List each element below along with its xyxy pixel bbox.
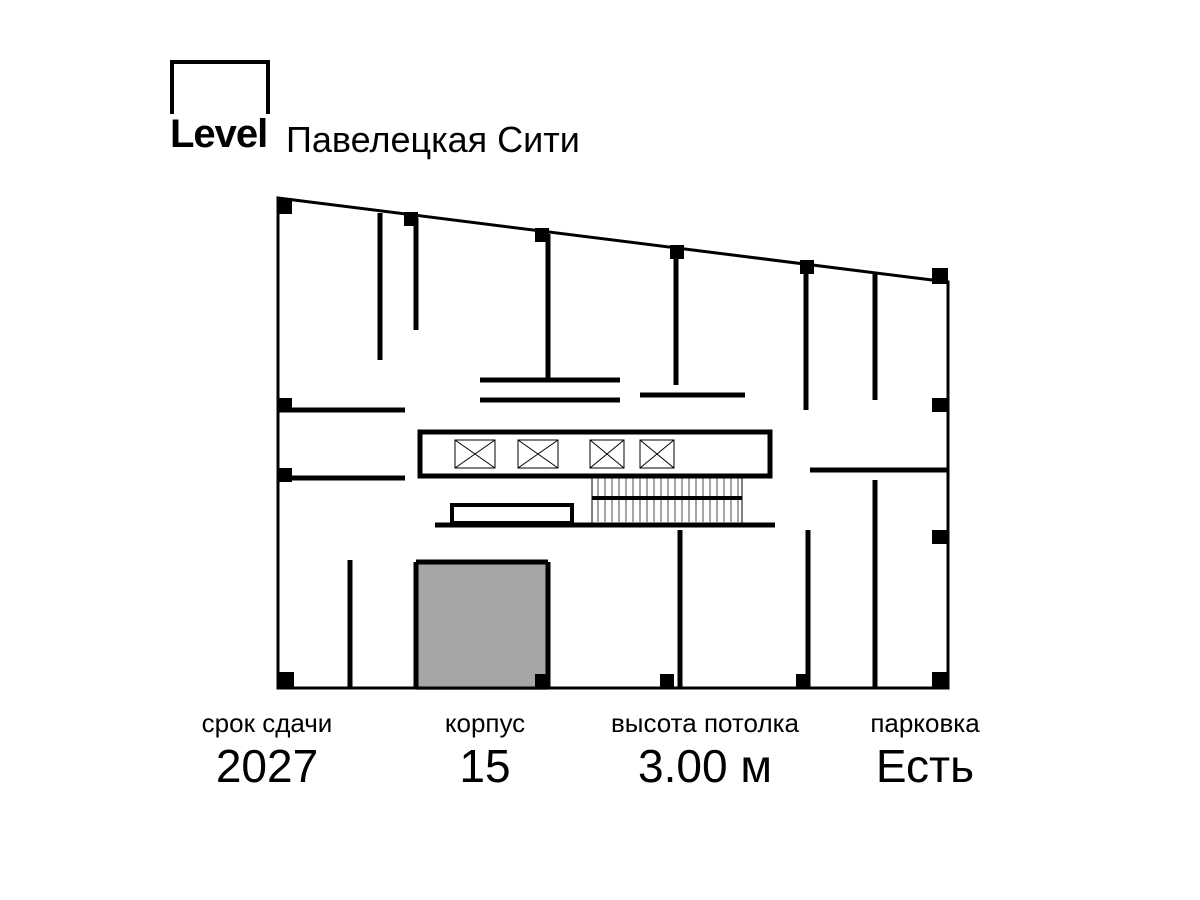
delivery-value: 2027	[215, 740, 319, 792]
walls	[278, 213, 948, 688]
elevator-core	[417, 429, 773, 525]
info-building: корпус 15	[375, 708, 595, 794]
info-parking: парковка Есть	[815, 708, 1035, 794]
info-delivery: срок сдачи 2027	[157, 708, 377, 794]
elevator-3	[589, 439, 625, 469]
parking-label: парковка	[870, 708, 980, 738]
building-label: корпус	[444, 708, 526, 738]
parking-value: Есть	[875, 740, 975, 792]
level-logo: Level	[170, 60, 270, 156]
building-value: 15	[459, 740, 511, 792]
delivery-label: срок сдачи	[201, 708, 333, 738]
selected-apartment[interactable]	[416, 562, 548, 690]
logo-frame	[170, 60, 270, 114]
info-ceiling: высота потолка 3.00 м	[595, 708, 815, 794]
project-name: Павелецкая Сити	[286, 119, 580, 160]
ceiling-label: высота потолка	[610, 708, 800, 738]
elevator-2	[517, 439, 559, 469]
ceiling-value: 3.00 м	[638, 740, 772, 792]
logo-text: Level	[170, 112, 268, 156]
elevator-1	[454, 439, 496, 469]
elevator-4	[639, 439, 675, 469]
columns	[278, 198, 948, 688]
